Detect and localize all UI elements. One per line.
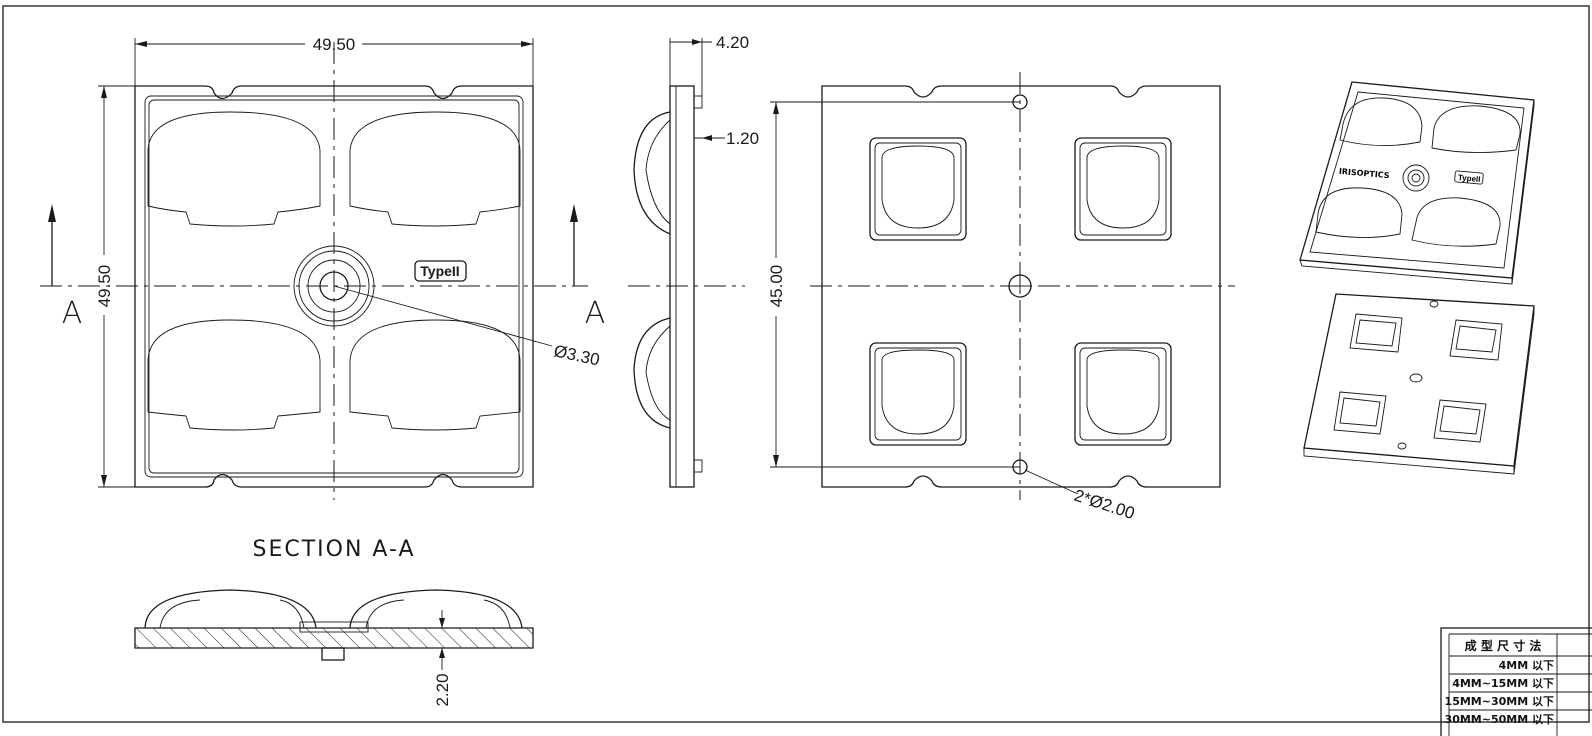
isometric-bottom (1303, 293, 1535, 475)
pitch-dimension: 45.00 (767, 265, 786, 308)
bottom-view: 45.00 2*Ø2.00 (767, 72, 1235, 523)
section-marker-left: A (62, 296, 83, 331)
iso-typeii-label: TypeII (1458, 173, 1481, 184)
top-view: TypeII 49.50 49.50 A A Ø3.30 (40, 35, 605, 500)
side-view: 4.20 1.20 (628, 33, 759, 488)
hole-dimension: Ø3.30 (552, 341, 601, 369)
title-block-row-3: 15MM~30MM 以下 (1445, 695, 1554, 708)
flange-dimension: 1.20 (726, 129, 759, 148)
isometric-top: IRISOPTICS TypeII (1299, 81, 1535, 285)
section-title: SECTION A-A (253, 537, 416, 562)
typeii-label: TypeII (420, 263, 459, 279)
drawing-border (2, 5, 1590, 723)
thickness-dimension: 4.20 (716, 33, 749, 52)
depth-dimension: 2.20 (433, 673, 452, 706)
title-block-header: 成 型 尺 寸 法 (1465, 638, 1542, 653)
height-dimension: 49.50 (95, 265, 114, 308)
title-block-row-1: 4MM 以下 (1499, 659, 1554, 672)
title-block-row-4: 30MM~50MM 以下 (1445, 713, 1554, 726)
brand-logo: IRISOPTICS (1339, 167, 1391, 180)
section-view: SECTION A-A 2.20 (134, 537, 534, 707)
width-dimension: 49.50 (313, 35, 356, 54)
typeii-label-box (414, 260, 467, 282)
pin-dimension: 2*Ø2.00 (1072, 486, 1137, 523)
title-block-row-2: 4MM~15MM 以下 (1452, 677, 1554, 690)
title-block: 成 型 尺 寸 法 4MM 以下 4MM~15MM 以下 15MM~30MM 以… (1440, 627, 1592, 736)
section-marker-right: A (585, 296, 606, 331)
